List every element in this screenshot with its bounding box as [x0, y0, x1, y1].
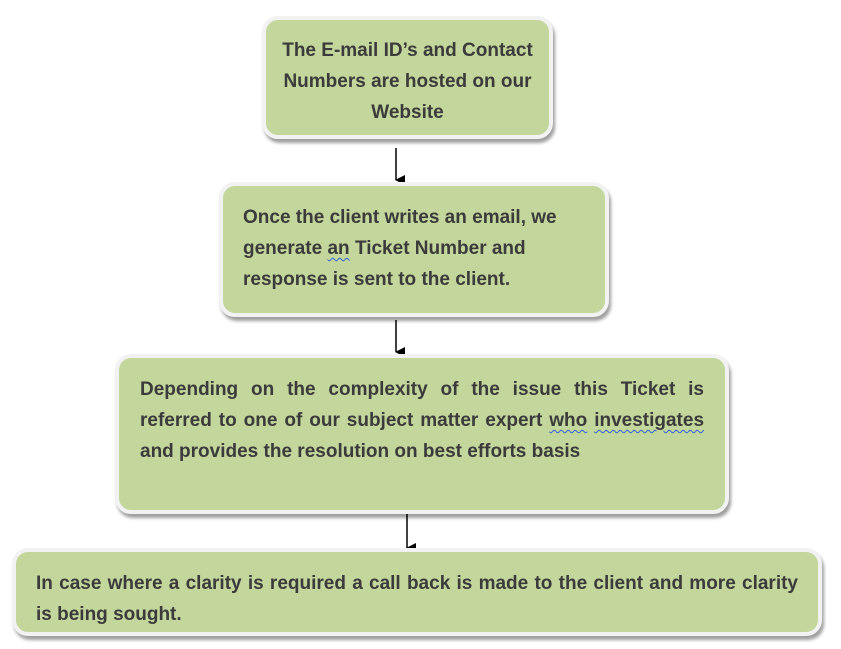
step-1-text: The E-mail ID’s and Contact Numbers are …	[282, 40, 533, 123]
step-4-text: In case where a clarity is required a ca…	[36, 573, 798, 625]
step-2-spellcheck-word: an	[327, 238, 350, 259]
step-2-text-a: Once the client writes an email, we gene…	[243, 207, 557, 259]
step-3-text: Depending on the complexity of the issue…	[140, 374, 704, 467]
flow-step-website-contacts: The E-mail ID’s and Contact Numbers are …	[262, 16, 553, 139]
step-2-text: Once the client writes an email, we gene…	[243, 202, 591, 295]
step-2-text-b: Ticket Number and response is sent to th…	[243, 238, 526, 290]
step-3-spellcheck-word-2: investigates	[594, 410, 705, 431]
flow-step-ticket-generation: Once the client writes an email, we gene…	[219, 182, 609, 317]
step-3-text-a: Depending on the complexity of the issue…	[140, 379, 704, 431]
flow-step-expert-resolution: Depending on the complexity of the issue…	[115, 354, 729, 514]
step-3-text-c: and provides the resolution on best effo…	[140, 441, 581, 462]
flow-step-clarity-callback: In case where a clarity is required a ca…	[12, 548, 822, 636]
step-3-spellcheck-word-1: who	[549, 410, 588, 431]
